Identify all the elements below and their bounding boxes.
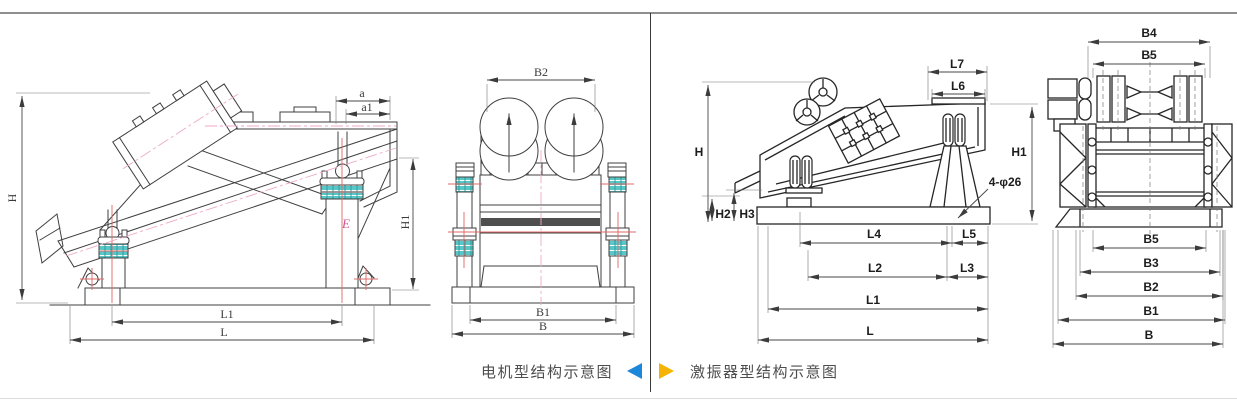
- right-side-hole-note: 4-φ26: [989, 175, 1022, 189]
- dimensions: B4 B5 B5 B3 B2 B1 B: [1052, 26, 1226, 348]
- right-side-dim-H1: H1: [1011, 145, 1027, 159]
- left-side-dim-L: L: [220, 325, 227, 339]
- springs-and-supports: [785, 113, 981, 208]
- right-front-dim-B: B: [1145, 328, 1154, 342]
- right-front-dim-B1: B1: [1143, 304, 1159, 318]
- right-front-dim-B2: B2: [1143, 280, 1159, 294]
- right-side-dim-H: H: [695, 145, 704, 159]
- centerlines: [65, 125, 397, 303]
- motor-type-front-view: B2 B1 B: [448, 65, 636, 338]
- right-front-dim-B3: B3: [1143, 256, 1159, 270]
- dimensions: H a a1 E H1 L1 L: [5, 86, 419, 344]
- shaft-assembly: [1096, 75, 1203, 123]
- exciter-type-front-view: B4 B5 B5 B3 B2 B1 B: [1047, 26, 1233, 348]
- spring-support-front: [97, 209, 130, 289]
- left-front-dim-B2: B2: [534, 65, 548, 79]
- right-side-dim-L: L: [866, 324, 873, 338]
- left-front-dim-B1: B1: [536, 305, 550, 319]
- right-side-dim-L3: L3: [960, 261, 974, 275]
- left-side-dim-H: H: [5, 193, 19, 202]
- centerlines: [448, 150, 636, 305]
- prev-arrow-icon[interactable]: [627, 363, 642, 379]
- left-side-dim-H1: H1: [398, 215, 412, 230]
- exciter-type-side-view: H L7 L6 H1 H2 H3 4-φ26 L4: [695, 57, 1038, 344]
- left-side-dim-E: E: [341, 216, 350, 231]
- right-side-dim-L4: L4: [867, 227, 881, 241]
- panel-divider: [650, 13, 651, 392]
- motor-type-side-view: H a a1 E H1 L1 L: [5, 80, 431, 344]
- base-plate: [756, 206, 991, 225]
- right-front-dim-B5: B5: [1143, 232, 1159, 246]
- vibration-motors: [479, 97, 604, 181]
- motor: [112, 80, 334, 215]
- bottom-border-line: [0, 398, 1237, 399]
- caption-motor-type: 电机型结构示意图: [480, 364, 613, 381]
- dimensions: H L7 L6 H1 H2 H3 4-φ26 L4: [695, 57, 1038, 344]
- next-arrow-icon[interactable]: [659, 363, 674, 379]
- base: [1054, 208, 1223, 228]
- right-side-dim-L5: L5: [962, 227, 976, 241]
- right-side-dim-L1: L1: [866, 293, 880, 307]
- caption-exciter-type: 激振器型结构示意图: [690, 364, 839, 381]
- right-side-dim-L7: L7: [950, 57, 964, 71]
- right-side-dim-L6: L6: [951, 79, 965, 93]
- flywheels: [793, 77, 838, 126]
- right-front-dim-B5-top: B5: [1141, 48, 1157, 62]
- right-side-dim-L2: L2: [868, 261, 882, 275]
- left-front-dim-B: B: [539, 319, 547, 333]
- left-side-dim-a1: a1: [361, 100, 372, 114]
- centerlines: [1082, 54, 1218, 234]
- side-spring-columns: [452, 162, 630, 288]
- right-front-dim-B4: B4: [1141, 26, 1157, 40]
- dimensions: B2 B1 B: [451, 65, 635, 338]
- exciter-unit: [827, 97, 901, 165]
- right-side-dim-H3: H3: [739, 207, 755, 221]
- side-motor-unit: [1047, 77, 1092, 132]
- right-side-dim-H2: H2: [715, 207, 731, 221]
- left-side-dim-a: a: [359, 86, 365, 100]
- left-side-dim-L1: L1: [220, 307, 233, 321]
- top-border-line: [0, 12, 1237, 14]
- screen-box: [451, 119, 635, 304]
